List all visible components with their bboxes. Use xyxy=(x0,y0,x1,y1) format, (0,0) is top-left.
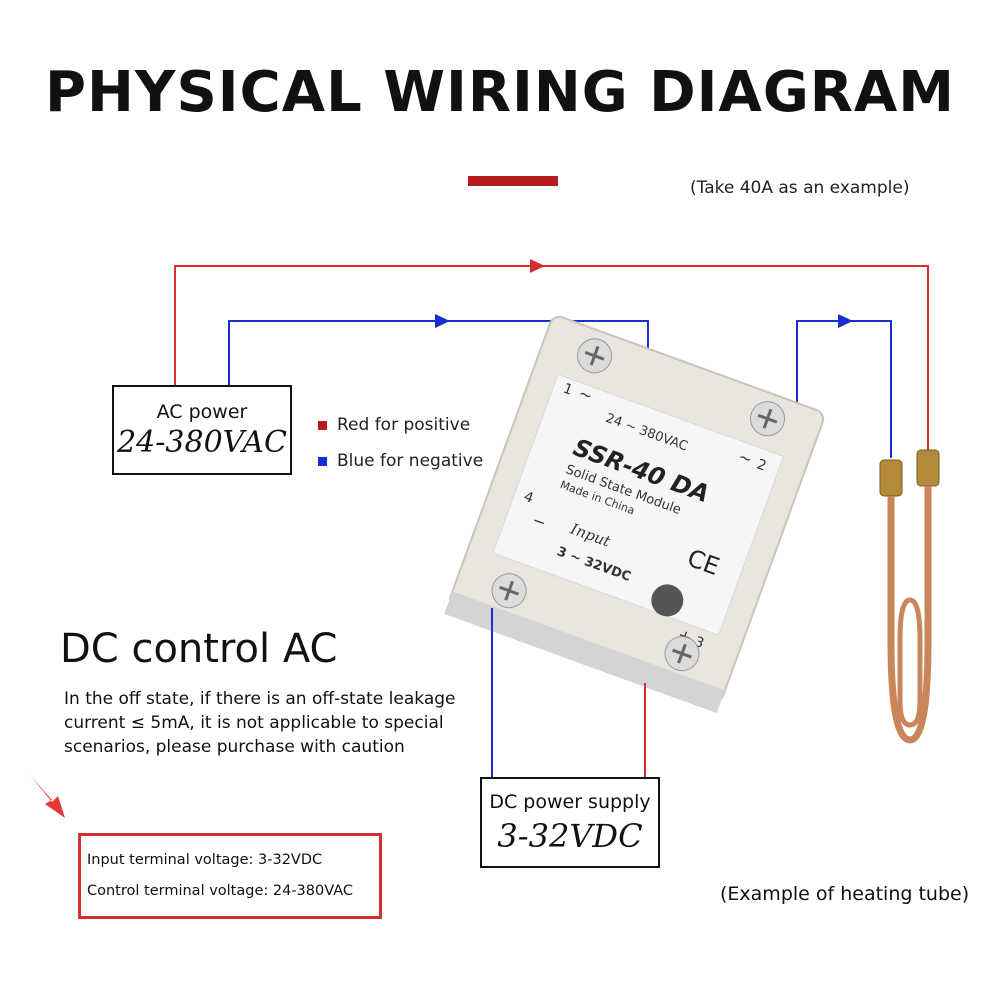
red-square-icon xyxy=(318,420,327,430)
title-underline xyxy=(468,176,558,186)
spec-box: Input terminal voltage: 3-32VDC Control … xyxy=(78,833,382,919)
heating-tube xyxy=(879,449,940,744)
dc-power-box: DC power supply 3-32VDC xyxy=(480,777,660,868)
terminal-screw-2 xyxy=(749,401,785,437)
legend-blue-text: Blue for negative xyxy=(337,451,484,471)
legend-red-text: Red for positive xyxy=(337,415,471,435)
spec-input-voltage: Input terminal voltage: 3-32VDC xyxy=(87,852,323,868)
dc-control-note: In the off state, if there is an off-sta… xyxy=(64,689,456,757)
ac-power-box: AC power 24-380VAC xyxy=(112,385,292,475)
terminal-screw-3 xyxy=(664,636,700,672)
relay-base xyxy=(444,591,725,714)
red-wire-ac xyxy=(174,265,929,450)
red-wire-arrow xyxy=(530,259,545,273)
heater-fitting-right xyxy=(916,449,940,487)
legend-red: Red for positive xyxy=(318,415,470,435)
terminal-1-ac-symbol: ~ xyxy=(576,383,595,405)
heater-element xyxy=(887,486,932,744)
terminal-2-ac-symbol: ~ xyxy=(736,447,755,469)
ac-power-value: 24-380VAC xyxy=(117,425,287,460)
spec-control-voltage: Control terminal voltage: 24-380VAC xyxy=(87,883,354,899)
terminal-screw-4 xyxy=(491,573,527,609)
dc-control-heading: DC control AC xyxy=(60,626,338,672)
page-title: PHYSICAL WIRING DIAGRAM xyxy=(45,60,955,125)
relay-indicator-led xyxy=(651,584,684,617)
dc-power-label: DC power supply xyxy=(489,791,651,813)
heater-element-inner xyxy=(897,597,923,728)
heater-fitting-left xyxy=(879,459,903,497)
pointer-arrow-icon xyxy=(30,775,65,818)
relay-module: SSR-40 DA Solid State Module Made in Chi… xyxy=(444,315,825,714)
relay-face xyxy=(492,373,785,636)
dc-power-value: 3-32VDC xyxy=(497,817,643,855)
blue-square-icon xyxy=(318,456,327,466)
ac-power-label: AC power xyxy=(156,401,248,423)
terminal-4-polarity: − xyxy=(530,510,549,532)
blue-wire-heater-arrow xyxy=(838,314,853,328)
example-note: (Take 40A as an example) xyxy=(690,178,910,198)
legend-blue: Blue for negative xyxy=(318,451,483,471)
blue-wire-arrow xyxy=(435,314,450,328)
heating-tube-note: (Example of heating tube) xyxy=(720,883,970,905)
terminal-screw-1 xyxy=(577,338,613,374)
